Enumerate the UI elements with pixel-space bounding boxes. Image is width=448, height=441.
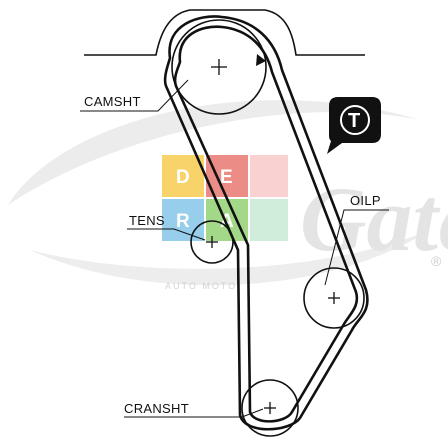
tile-extra-2 — [250, 199, 288, 241]
label-oil-pump: OILP — [350, 193, 381, 208]
oil-pump-pulley — [303, 267, 365, 329]
oil-pump-leader — [324, 209, 389, 286]
tile-letter-d: D — [176, 167, 190, 188]
tile-d — [162, 155, 204, 197]
tensioner-badge: T — [327, 97, 381, 154]
crankshaft-leader — [124, 408, 264, 418]
camshaft-leader — [80, 79, 189, 112]
camshaft-pulley — [171, 19, 267, 115]
tile-a — [206, 199, 248, 241]
tile-letter-e: E — [220, 167, 233, 188]
dealer-watermark: D E R A AUTO MOTO — [162, 155, 288, 291]
watermark-swash-text: Gates — [300, 168, 448, 270]
registered-mark: ® — [431, 253, 442, 269]
watermark-caption: AUTO MOTO — [165, 281, 237, 291]
tensioner-pulley-circle — [190, 220, 234, 264]
tensioner-pulley — [190, 220, 234, 264]
badge-letter: T — [348, 110, 360, 132]
tensioner-leader — [127, 228, 206, 241]
watermark-swoosh-lower — [30, 230, 430, 286]
tile-r — [162, 199, 204, 241]
crankshaft-pulley-circle — [241, 379, 299, 437]
tile-extra-1 — [250, 155, 288, 197]
timing-mark-arrow-icon — [256, 54, 266, 66]
label-camshaft: CAMSHT — [84, 94, 141, 109]
tile-letter-r: R — [176, 211, 190, 232]
label-tensioner: TENS — [129, 213, 165, 228]
leader-lines — [80, 79, 389, 418]
label-crankshaft: CRANSHT — [124, 401, 189, 416]
crankshaft-pulley — [241, 379, 299, 437]
badge-ring — [340, 105, 370, 135]
camshaft-pulley-circle — [171, 19, 267, 115]
oil-pump-pulley-circle — [303, 267, 365, 329]
cover-outline — [84, 9, 365, 56]
belt-outer — [163, 15, 369, 431]
